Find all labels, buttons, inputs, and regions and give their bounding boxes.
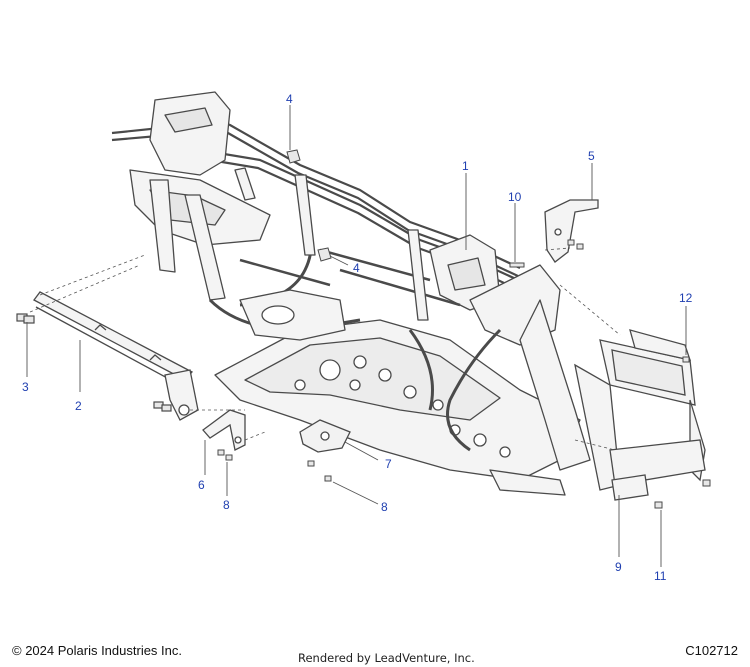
callout-labels: 1 2 3 4 4 5 6 7 8 8 9 10 11 12 [22, 92, 693, 583]
callout-2: 2 [75, 399, 82, 413]
bolt-pair-2 [153, 401, 172, 412]
bracket-6 [202, 409, 246, 451]
callout-9: 9 [615, 560, 622, 574]
nut-11 [654, 479, 711, 509]
plate-7 [299, 419, 351, 453]
callout-1: 1 [462, 159, 469, 173]
front-frame-9 [574, 329, 706, 501]
bolt-set-3 [16, 313, 35, 324]
callout-12: 12 [679, 291, 693, 305]
figure-code: C102712 [685, 643, 738, 658]
callout-8b: 8 [381, 500, 388, 514]
main-frame [111, 91, 591, 496]
callout-4b: 4 [353, 261, 360, 275]
callout-10: 10 [508, 190, 522, 204]
nut-12 [682, 356, 690, 363]
copyright-notice: © 2024 Polaris Industries Inc. [12, 643, 182, 658]
bolt-10 [509, 262, 525, 268]
callout-5: 5 [588, 149, 595, 163]
bolt-8b [307, 460, 332, 482]
clamp-4-upper [286, 149, 301, 164]
clamp-4-lower [317, 247, 332, 262]
callout-6: 6 [198, 478, 205, 492]
bracket-5 [544, 199, 599, 263]
bolt-8a [217, 449, 233, 461]
rear-crossbar [33, 291, 199, 421]
nut-5 [567, 239, 584, 250]
callout-7: 7 [385, 457, 392, 471]
callout-11: 11 [654, 569, 667, 583]
callout-4a: 4 [286, 92, 293, 106]
leader-lines [26, 105, 687, 567]
callout-8a: 8 [223, 498, 230, 512]
callout-3: 3 [22, 380, 29, 394]
alignment-lines [29, 247, 621, 451]
rendered-by-credit: Rendered by LeadVenture, Inc. [298, 651, 475, 665]
